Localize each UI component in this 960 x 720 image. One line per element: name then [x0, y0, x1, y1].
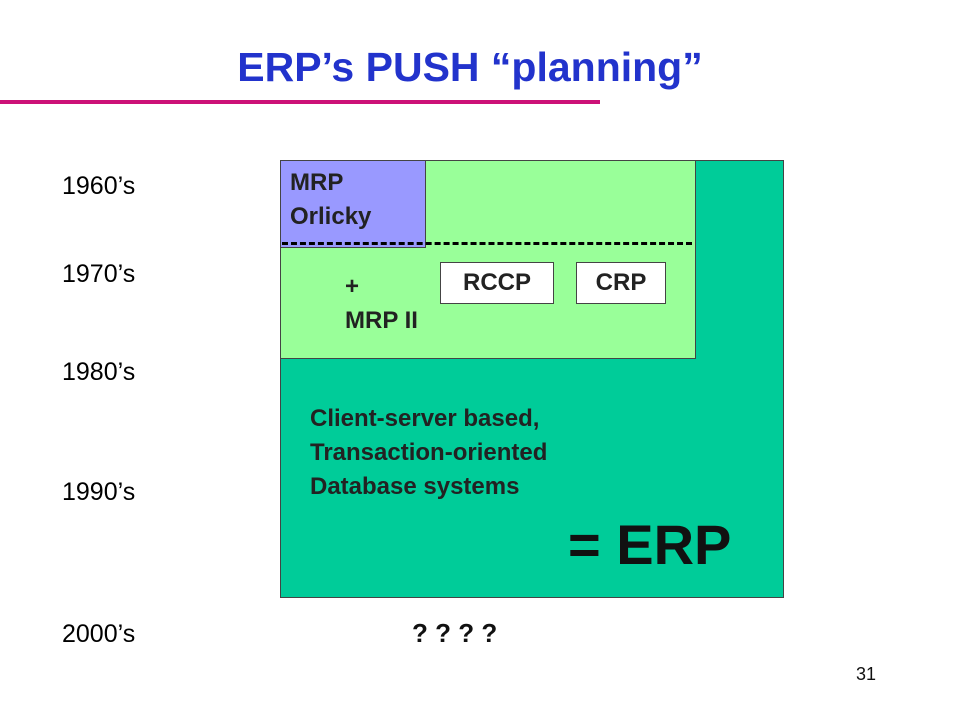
- era-1970s: 1970’s: [62, 260, 136, 288]
- erp-equals-label: = ERP: [568, 513, 732, 576]
- mrp-ii-plus: +: [345, 273, 360, 300]
- title-underline: [0, 100, 600, 104]
- mrp-ii-text: MRP II: [345, 307, 418, 334]
- erp-desc-line2: Transaction-oriented: [310, 439, 548, 466]
- crp-box: CRP: [576, 262, 666, 304]
- erp-desc-line3: Database systems: [310, 473, 520, 500]
- mrp-ii-label: + MRP II: [345, 270, 418, 338]
- mrp-label-line2: Orlicky: [290, 203, 372, 230]
- mrp-label-line1: MRP: [290, 169, 344, 196]
- dashed-divider: [282, 242, 692, 245]
- slide-title: ERP’s PUSH “planning”: [237, 44, 703, 90]
- era-1980s: 1980’s: [62, 358, 136, 386]
- era-1990s: 1990’s: [62, 478, 136, 506]
- mrp-label: MRP Orlicky: [290, 166, 371, 234]
- mrp-box: [280, 160, 426, 248]
- era-1960s: 1960’s: [62, 172, 136, 200]
- erp-desc-line1: Client-server based,: [310, 405, 540, 432]
- era-2000s: 2000’s: [62, 620, 136, 648]
- future-question-marks: ? ? ? ?: [412, 618, 498, 648]
- rccp-box: RCCP: [440, 262, 554, 304]
- erp-description: Client-server based, Transaction-oriente…: [310, 402, 547, 504]
- page-number: 31: [856, 664, 877, 684]
